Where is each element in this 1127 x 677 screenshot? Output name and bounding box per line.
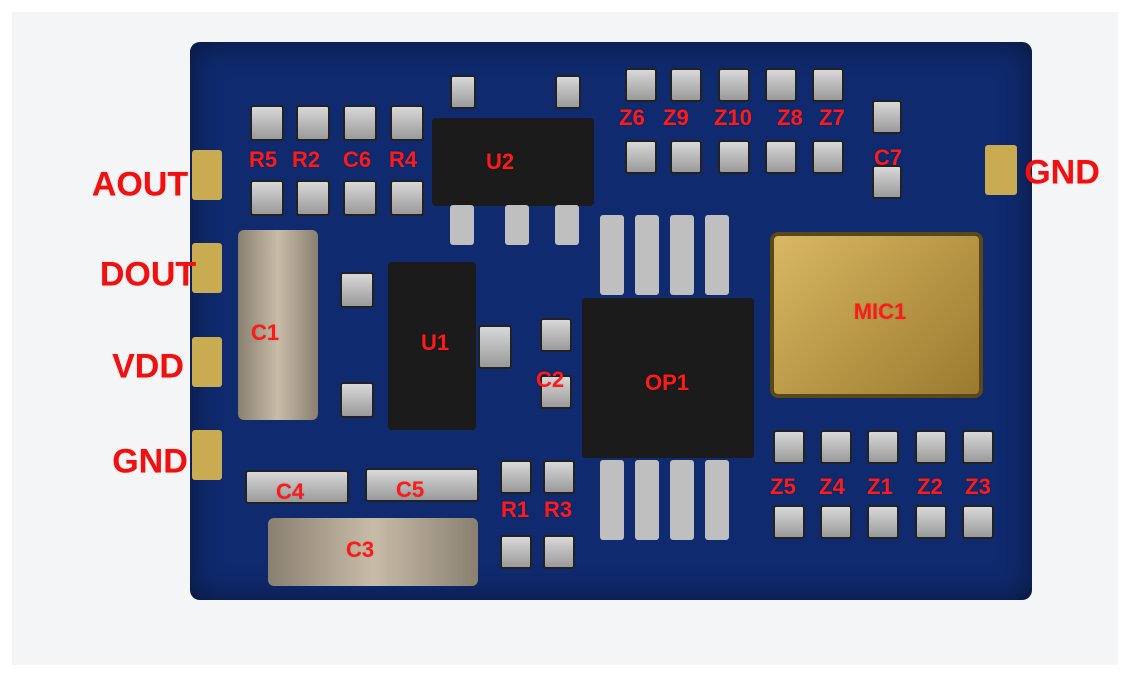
smd-pad [867, 430, 899, 464]
capacitor-c1 [238, 230, 318, 420]
smd-pad [915, 505, 947, 539]
chip-lead [600, 460, 624, 540]
component-label-z10: Z10 [714, 105, 752, 130]
component-label-c2: C2 [535, 367, 565, 392]
smd-pad [812, 68, 844, 102]
smd-pad [670, 140, 702, 174]
chip-u2 [432, 118, 594, 206]
smd-pad [365, 468, 479, 502]
chip-lead [600, 215, 624, 295]
pin-label-dout: DOUT [99, 255, 197, 294]
component-label-z7: Z7 [819, 105, 845, 130]
component-label-z4: Z4 [819, 474, 845, 499]
smd-pad [250, 180, 284, 216]
component-label-z5: Z5 [770, 474, 796, 499]
chip-u1 [388, 262, 476, 430]
smd-pad [962, 430, 994, 464]
component-label-u1: U1 [420, 330, 450, 355]
smd-pad [296, 105, 330, 141]
smd-pad [820, 430, 852, 464]
edge-pad [985, 145, 1017, 195]
smd-pad [450, 75, 476, 109]
smd-pad [343, 180, 377, 216]
component-label-c6: C6 [342, 147, 372, 172]
chip-lead [505, 205, 529, 245]
chip-lead [635, 215, 659, 295]
smd-pad [340, 382, 374, 418]
smd-pad [540, 375, 572, 409]
component-label-r2: R2 [291, 147, 321, 172]
smd-pad [296, 180, 330, 216]
chip-lead [450, 205, 474, 245]
edge-pad [192, 243, 222, 293]
component-label-c3: C3 [345, 537, 375, 562]
component-label-z1: Z1 [867, 474, 893, 499]
smd-pad [500, 535, 532, 569]
smd-pad [625, 140, 657, 174]
smd-pad [555, 75, 581, 109]
smd-pad [872, 165, 902, 199]
smd-pad [540, 318, 572, 352]
component-label-u2: U2 [485, 149, 515, 174]
smd-pad [773, 430, 805, 464]
smd-pad [820, 505, 852, 539]
smd-pad [245, 470, 349, 504]
smd-pad [390, 180, 424, 216]
smd-pad [962, 505, 994, 539]
smd-pad [343, 105, 377, 141]
component-label-z2: Z2 [917, 474, 943, 499]
smd-pad [340, 272, 374, 308]
pin-label-aout: AOUT [91, 165, 189, 204]
edge-pad [192, 150, 222, 200]
component-label-c1: C1 [250, 320, 280, 345]
smd-pad [915, 430, 947, 464]
chip-lead [670, 215, 694, 295]
smd-pad [500, 460, 532, 494]
smd-pad [765, 140, 797, 174]
smd-pad [250, 105, 284, 141]
smd-pad [543, 535, 575, 569]
component-label-c7: C7 [873, 145, 903, 170]
chip-lead [635, 460, 659, 540]
smd-pad [670, 68, 702, 102]
smd-pad [765, 68, 797, 102]
component-label-r1: R1 [500, 497, 530, 522]
component-label-r3: R3 [543, 497, 573, 522]
chip-lead [705, 460, 729, 540]
component-label-c5: C5 [395, 477, 425, 502]
smd-pad [773, 505, 805, 539]
pin-label-gnd: GND [1024, 153, 1100, 192]
smd-pad [812, 140, 844, 174]
smd-pad [872, 100, 902, 134]
edge-pad [192, 430, 222, 480]
smd-pad [625, 68, 657, 102]
component-label-r5: R5 [248, 147, 278, 172]
component-label-z6: Z6 [619, 105, 645, 130]
component-label-c4: C4 [275, 479, 305, 504]
smd-pad [478, 325, 512, 369]
chip-lead [705, 215, 729, 295]
edge-pad [192, 337, 222, 387]
chip-op1 [582, 298, 754, 458]
component-label-op1: OP1 [644, 370, 690, 395]
microphone-mic1 [770, 232, 983, 398]
smd-pad [867, 505, 899, 539]
component-label-z8: Z8 [777, 105, 803, 130]
component-label-r4: R4 [388, 147, 418, 172]
smd-pad [718, 68, 750, 102]
component-label-z9: Z9 [663, 105, 689, 130]
pin-label-vdd: VDD [112, 347, 184, 386]
component-label-z3: Z3 [965, 474, 991, 499]
smd-pad [543, 460, 575, 494]
pin-label-gnd: GND [112, 442, 188, 481]
capacitor-c3 [268, 518, 478, 586]
component-label-mic1: MIC1 [853, 299, 907, 324]
chip-lead [670, 460, 694, 540]
smd-pad [718, 140, 750, 174]
chip-lead [555, 205, 579, 245]
smd-pad [390, 105, 424, 141]
